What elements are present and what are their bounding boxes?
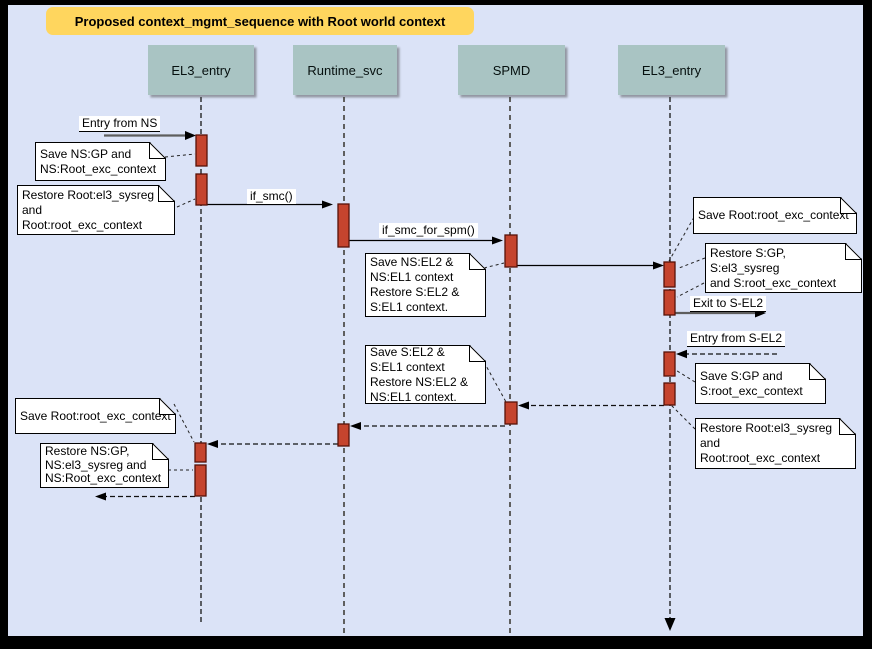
note-restore-s-gp: Restore S:GP, S:el3_sysreg and S:root_ex… [705,243,862,293]
note-save-root-exc-left: Save Root:root_exc_context [15,398,176,434]
message-label-entry-from-ns: Entry from NS [79,116,161,132]
message-arrow-entry-from-ns [104,131,196,140]
activation-bar [337,203,350,248]
lifeline-label: EL3_entry [641,62,702,78]
note-fold-icon [809,363,826,380]
message-label-entry-from-sel2: Entry from S-EL2 [687,331,786,347]
activation-bar [663,289,676,316]
note-restore-root-el3-left: Restore Root:el3_sysreg and Root:root_ex… [17,185,175,235]
message-label-if-smc-for-spm: if_smc_for_spm() [379,223,478,238]
note-fold-icon [469,345,486,362]
diagram-canvas [8,5,863,636]
activation-bar [504,234,518,268]
activation-bar [504,401,518,425]
message-label-if-smc: if_smc() [247,189,296,204]
activation-bar [337,423,350,447]
return-arrow-exit-left [95,492,195,501]
note-text: Save NS:EL2 & NS:EL1 context Restore S:E… [370,255,460,314]
note-text: Save NS:GP and NS:Root_exc_context [40,146,157,176]
note-fold-icon [840,197,857,214]
activation-bar [663,261,676,288]
note-fold-icon [159,398,176,415]
note-text: Save Root:root_exc_context [698,208,849,222]
note-restore-ns-gp: Restore NS:GP, NS:el3_sysreg and NS:Root… [40,443,169,488]
note-restore-root-el3-right: Restore Root:el3_sysreg and Root:root_ex… [695,418,856,469]
note-fold-icon [158,185,175,202]
note-fold-icon [469,253,486,270]
lifeline-label: SPMD [492,62,531,78]
lifeline-label: Runtime_svc [307,62,383,78]
note-fold-icon [845,243,862,260]
lifeline-header-runtime-svc: Runtime_svc [293,45,397,95]
return-arrow-runtime-to-el3 [207,440,338,448]
note-text: Save S:EL2 & S:EL1 context Restore NS:EL… [370,344,469,404]
note-fold-icon [149,142,166,159]
activation-bars [194,134,676,497]
activation-bar [194,442,207,463]
activation-bar [195,134,208,167]
note-fold-icon [152,443,169,460]
note-save-s-el2: Save S:EL2 & S:EL1 context Restore NS:EL… [365,345,486,404]
activation-bar [194,464,207,497]
activation-bar [663,351,676,377]
note-text: Restore S:GP, S:el3_sysreg and S:root_ex… [710,245,837,290]
lifeline-header-el3-entry-right: EL3_entry [618,45,725,95]
message-arrow-entry-from-sel2 [676,349,777,359]
activation-bar [663,382,676,406]
note-connectors [164,153,706,471]
note-save-ns-el2: Save NS:EL2 & NS:EL1 context Restore S:E… [365,253,486,317]
message-arrow-if-smc-for-spm [349,236,503,245]
lifeline-end-arrow-icon [664,618,676,631]
lifeline-label: EL3_entry [171,62,231,78]
note-save-s-gp: Save S:GP and S:root_exc_context [695,363,826,404]
note-save-ns-gp: Save NS:GP and NS:Root_exc_context [35,142,166,181]
message-arrow-if-smc [207,200,333,209]
note-text: Restore NS:GP, NS:el3_sysreg and NS:Root… [45,444,162,486]
message-arrow-spmd-to-el3 [517,261,664,270]
return-arrow-el3-to-spmd [518,401,664,410]
lifeline-header-spmd: SPMD [458,45,565,95]
return-arrow-spmd-to-runtime [350,422,505,430]
note-text: Restore Root:el3_sysreg and Root:root_ex… [700,421,833,465]
activation-bar [195,173,208,206]
note-save-root-exc-right: Save Root:root_exc_context [693,197,857,234]
note-text: Restore Root:el3_sysreg and Root:root_ex… [22,187,155,232]
lifeline-header-el3-entry-left: EL3_entry [148,45,254,95]
note-fold-icon [839,418,856,435]
diagram-title: Proposed context_mgmt_sequence with Root… [46,7,474,35]
note-text: Save S:GP and S:root_exc_context [700,368,803,398]
note-text: Save Root:root_exc_context [20,408,171,423]
message-label-exit-to-sel2: Exit to S-EL2 [690,296,767,312]
